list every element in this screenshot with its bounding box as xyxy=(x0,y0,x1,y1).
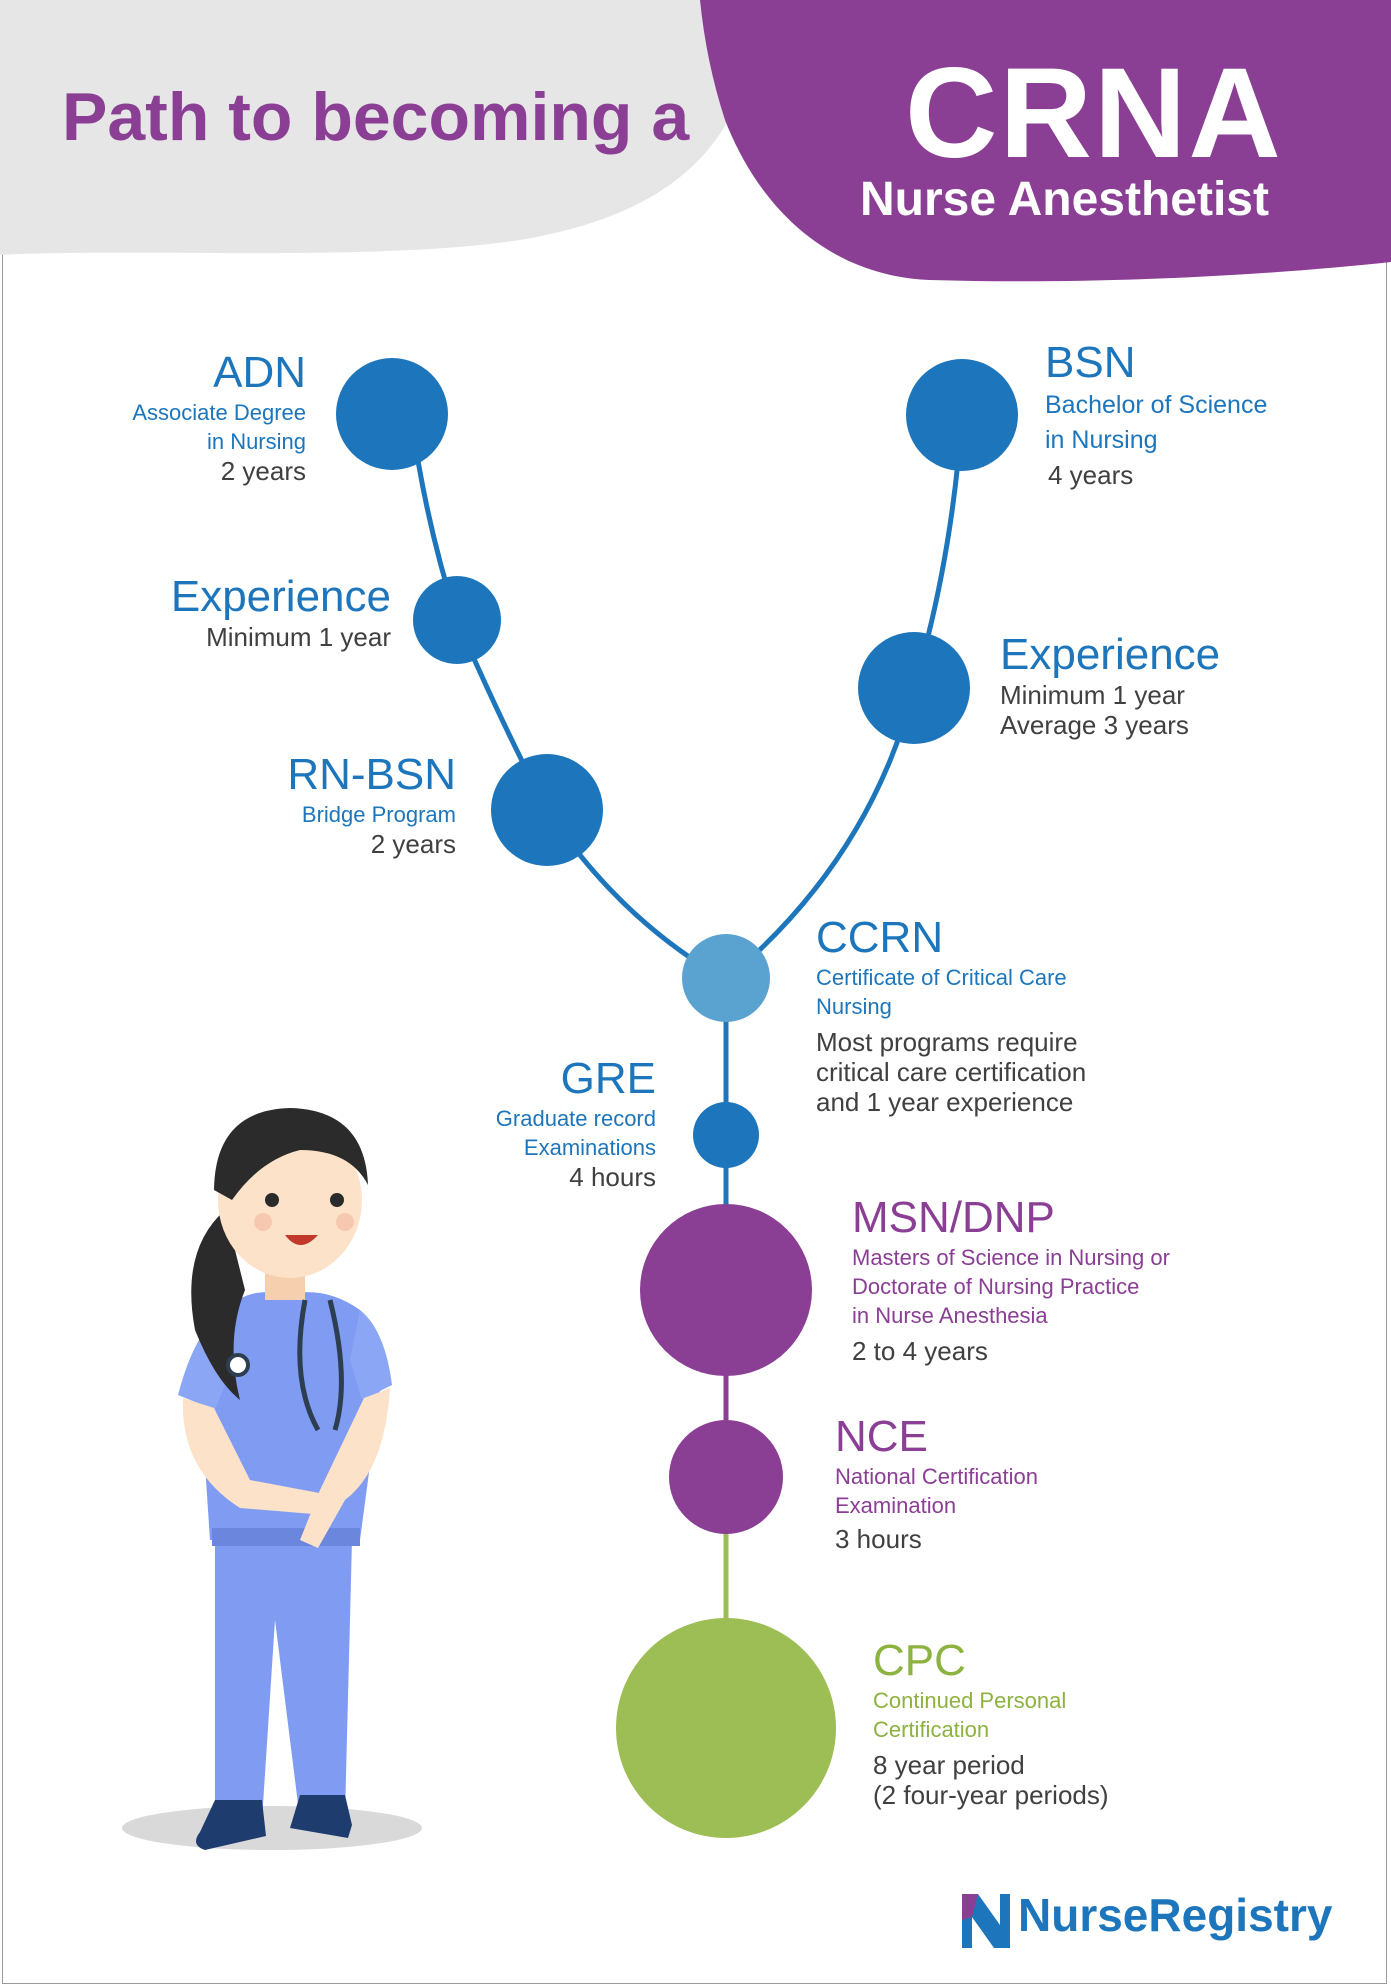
step-nce-desc-2: Examination xyxy=(835,1493,957,1518)
node-experience-right xyxy=(858,632,970,744)
step-msn-dnp-desc-2: Doctorate of Nursing Practice xyxy=(852,1274,1140,1299)
node-ccrn xyxy=(682,934,770,1022)
nurseregistry-logo-icon xyxy=(962,1894,1010,1948)
node-msn-dnp xyxy=(640,1204,812,1376)
step-rn-bsn: RN-BSN Bridge Program 2 years xyxy=(287,750,456,859)
header-gray-band xyxy=(0,0,760,255)
step-bsn: BSN Bachelor of Science in Nursing 4 yea… xyxy=(1045,338,1267,490)
step-adn-desc-1: Associate Degree xyxy=(132,400,306,425)
step-msn-dnp-duration: 2 to 4 years xyxy=(852,1336,988,1366)
step-bsn-desc-2: in Nursing xyxy=(1045,426,1158,454)
node-cpc xyxy=(616,1618,836,1838)
title-lead: Path to becoming a xyxy=(62,79,690,155)
step-cpc-duration-2: (2 four-year periods) xyxy=(873,1780,1109,1810)
step-gre: GRE Graduate record Examinations 4 hours xyxy=(496,1054,656,1192)
node-gre xyxy=(693,1102,759,1168)
step-cpc-title: CPC xyxy=(873,1636,966,1685)
step-msn-dnp-desc-3: in Nurse Anesthesia xyxy=(852,1303,1048,1328)
step-adn-title: ADN xyxy=(213,348,306,397)
step-msn-dnp-desc-1: Masters of Science in Nursing or xyxy=(852,1245,1170,1270)
step-adn: ADN Associate Degree in Nursing 2 years xyxy=(132,348,306,486)
step-cpc-duration-1: 8 year period xyxy=(873,1750,1025,1780)
node-bsn xyxy=(906,359,1018,471)
node-nce xyxy=(669,1420,783,1534)
step-ccrn-note-2: critical care certification xyxy=(816,1057,1087,1087)
step-nce: NCE National Certification Examination 3… xyxy=(835,1412,1038,1554)
step-gre-desc-2: Examinations xyxy=(523,1135,656,1160)
step-cpc: CPC Continued Personal Certification 8 y… xyxy=(873,1636,1109,1810)
step-bsn-desc-1: Bachelor of Science xyxy=(1045,391,1268,419)
step-ccrn-title: CCRN xyxy=(816,913,944,962)
step-ccrn: CCRN Certificate of Critical Care Nursin… xyxy=(816,913,1086,1117)
step-msn-dnp-title: MSN/DNP xyxy=(852,1193,1055,1242)
nurse-illustration xyxy=(122,1108,422,1850)
header-background xyxy=(0,0,1391,282)
header-purple-band xyxy=(700,0,1391,282)
step-msn-dnp: MSN/DNP Masters of Science in Nursing or… xyxy=(852,1193,1170,1366)
step-adn-desc-2: in Nursing xyxy=(206,429,306,454)
step-gre-duration: 4 hours xyxy=(569,1162,656,1192)
node-experience-left xyxy=(413,576,501,664)
step-ccrn-desc-2: Nursing xyxy=(816,994,892,1019)
brand-name: NurseRegistry xyxy=(1018,1889,1333,1941)
step-gre-desc-1: Graduate record xyxy=(495,1106,656,1131)
step-ccrn-desc-1: Certificate of Critical Care xyxy=(816,965,1067,990)
step-rn-bsn-title: RN-BSN xyxy=(287,750,456,799)
step-ccrn-note-1: Most programs require xyxy=(816,1027,1078,1057)
step-nce-desc-1: National Certification xyxy=(835,1464,1038,1489)
step-cpc-desc-1: Continued Personal xyxy=(873,1688,1067,1713)
step-experience-right-duration-2: Average 3 years xyxy=(1000,710,1189,740)
step-experience-right-duration-1: Minimum 1 year xyxy=(1000,680,1185,710)
step-rn-bsn-desc: Bridge Program xyxy=(301,802,456,827)
step-nce-duration: 3 hours xyxy=(835,1524,922,1554)
step-bsn-title: BSN xyxy=(1045,338,1136,387)
step-adn-duration: 2 years xyxy=(220,456,306,486)
step-cpc-desc-2: Certification xyxy=(873,1717,990,1742)
step-experience-left-duration: Minimum 1 year xyxy=(206,622,391,652)
title-crna: CRNA xyxy=(905,42,1283,185)
step-ccrn-note-3: and 1 year experience xyxy=(816,1087,1074,1117)
step-experience-left-title: Experience xyxy=(170,572,391,621)
step-rn-bsn-duration: 2 years xyxy=(370,829,456,859)
step-experience-left: Experience Minimum 1 year xyxy=(171,572,391,652)
node-adn xyxy=(336,358,448,470)
step-experience-right: Experience Minimum 1 year Average 3 year… xyxy=(1000,630,1220,740)
step-gre-title: GRE xyxy=(560,1054,656,1103)
node-rn-bsn xyxy=(491,754,603,866)
step-bsn-duration: 4 years xyxy=(1048,460,1134,490)
step-nce-title: NCE xyxy=(835,1412,928,1461)
title-subtitle: Nurse Anesthetist xyxy=(860,173,1269,226)
step-experience-right-title: Experience xyxy=(1000,630,1221,679)
